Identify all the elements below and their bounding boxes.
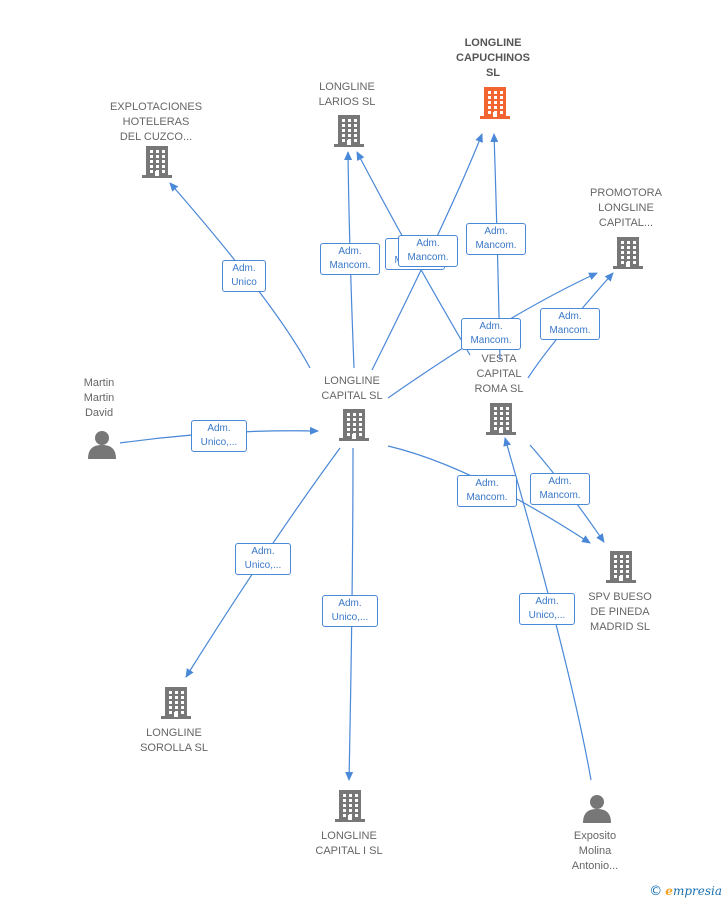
node-label-capital[interactable]: LONGLINE CAPITAL SL [321, 375, 383, 402]
person-icon-exposito[interactable] [581, 792, 613, 829]
building-icon-larios[interactable] [333, 113, 365, 154]
edge-label-capital-expl[interactable]: Adm. Unico [222, 260, 266, 292]
empresia-brand[interactable]: ©empresia [649, 884, 722, 899]
building-icon-sorolla[interactable] [160, 685, 192, 726]
building-icon-spv[interactable] [605, 549, 637, 590]
copyright-icon: © [649, 884, 663, 899]
edge-label-vesta-capuchinos[interactable]: Adm. Mancom. [466, 223, 526, 255]
edge-label-capital-promotora[interactable]: Adm. Mancom. [461, 318, 521, 350]
node-label-expl[interactable]: EXPLOTACIONES HOTELERAS DEL CUZCO... [109, 101, 203, 143]
brand-initial: e [665, 884, 673, 898]
node-label-sorolla[interactable]: LONGLINE SOROLLA SL [140, 727, 208, 754]
brand-text: mpresia [672, 884, 722, 898]
node-label-larios[interactable]: LONGLINE LARIOS SL [318, 81, 376, 108]
node-label-capuchinos[interactable]: LONGLINE CAPUCHINOS SL [456, 37, 530, 79]
building-icon-capital1[interactable] [334, 788, 366, 829]
edge-label-capital-sorolla[interactable]: Adm. Unico,... [235, 543, 291, 575]
edge-label-capital-capital1[interactable]: Adm. Unico,... [322, 595, 378, 627]
node-label-martin[interactable]: Martin Martin David [83, 377, 115, 419]
node-label-promotora[interactable]: PROMOTORA LONGLINE CAPITAL... [590, 187, 662, 229]
edge-label-exposito-vesta[interactable]: Adm. Unico,... [519, 593, 575, 625]
edge-label-vesta-larios[interactable]: Adm. Mancom. [398, 235, 458, 267]
building-icon-capital[interactable] [338, 407, 370, 448]
building-icon-promotora[interactable] [612, 235, 644, 276]
node-label-exposito[interactable]: Exposito Molina Antonio... [571, 830, 619, 872]
edge-label-capital-larios[interactable]: Adm. Mancom. [320, 243, 380, 275]
node-label-capital1[interactable]: LONGLINE CAPITAL I SL [315, 830, 383, 857]
edge-label-capital-spv[interactable]: Adm. Mancom. [457, 475, 517, 507]
person-icon-martin[interactable] [86, 428, 118, 465]
edge-label-vesta-spv[interactable]: Adm. Mancom. [530, 473, 590, 505]
edge-label-vesta-promotora[interactable]: Adm. Mancom. [540, 308, 600, 340]
building-icon-expl[interactable] [141, 144, 173, 185]
node-label-spv[interactable]: SPV BUESO DE PINEDA MADRID SL [588, 591, 652, 633]
edge-label-martin-capital[interactable]: Adm. Unico,... [191, 420, 247, 452]
building-icon-vesta[interactable] [485, 401, 517, 442]
edge-capital-capuchinos [371, 133, 483, 371]
edges-layer [119, 133, 614, 781]
building-icon-capuchinos[interactable] [479, 85, 511, 126]
node-label-vesta[interactable]: VESTA CAPITAL ROMA SL [474, 353, 524, 395]
edge-exposito-vesta [503, 437, 592, 781]
